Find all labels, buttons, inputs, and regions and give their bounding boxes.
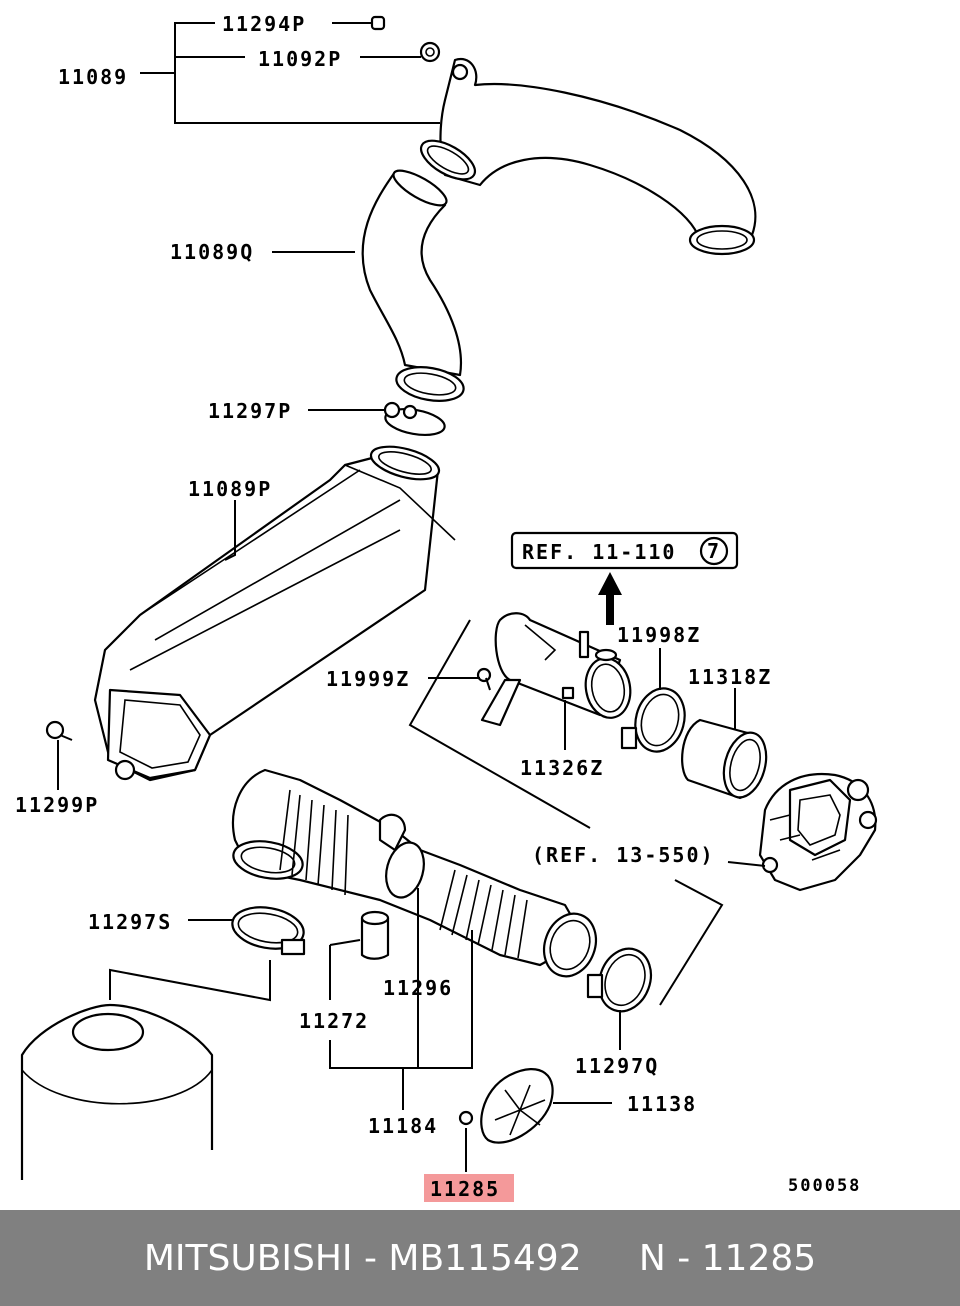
label-11999Z: 11999Z [326,667,410,691]
air-cleaner-case [20,1003,214,1180]
nut-11285 [458,1110,474,1126]
label-11294P: 11294P [222,12,306,36]
label-11092P: 11092P [258,47,342,71]
screw-11299P [45,720,73,741]
label-11138: 11138 [627,1092,697,1116]
pipe-11272 [360,910,390,960]
label-11297P: 11297P [208,399,292,423]
label-11299P: 11299P [15,793,99,817]
label-11089: 11089 [58,65,128,89]
bolt-11294P [370,15,386,31]
label-ref-13-550: (REF. 13-550) [532,843,715,867]
label-11089Q: 11089Q [170,240,254,264]
clamp-11297S [231,906,306,956]
duct-11089P [93,445,456,782]
label-11998Z: 11998Z [617,623,701,647]
label-11272: 11272 [299,1009,369,1033]
highlight-11285 [424,1174,514,1202]
intake-pipe-11089 [419,57,757,256]
bellows-hose-11296 [231,768,598,978]
ref-circle [699,536,729,566]
footer-part-number: MITSUBISHI - MB115492 N - 11285 [143,1237,817,1279]
hose-11089Q [361,169,465,402]
label-11184: 11184 [368,1114,438,1138]
throttle-body [758,772,878,892]
label-11089P: 11089P [188,477,272,501]
label-ref-circle: 7 [707,539,719,563]
filter-element-11138 [480,1068,554,1144]
clamp-11998Z [620,687,686,753]
label-11318Z: 11318Z [688,665,772,689]
label-11297S: 11297S [88,910,172,934]
arrow-up-icon [598,572,622,625]
gasket-11297P [383,401,446,437]
label-11285: 11285 [430,1177,500,1201]
ref-11-110-box [510,531,739,570]
label-11297Q: 11297Q [575,1054,659,1078]
label-ref-11-110: REF. 11-110 [522,540,676,564]
airflow-sensor-11326Z [480,612,632,727]
label-11296: 11296 [383,976,453,1000]
screw-11999Z [476,667,492,691]
clamp-11297Q [586,947,653,1013]
leader-lines [57,22,766,1172]
diagram-code: 500058 [788,1176,861,1196]
nut-11092P [419,41,441,63]
hose-11318Z [681,718,768,800]
label-11326Z: 11326Z [520,756,604,780]
parts-diagram: 11294P 11092P 11089 11089Q 11297P 11089P… [15,12,878,1202]
footer-bar: MITSUBISHI - MB115492 N - 11285 [0,1210,960,1306]
